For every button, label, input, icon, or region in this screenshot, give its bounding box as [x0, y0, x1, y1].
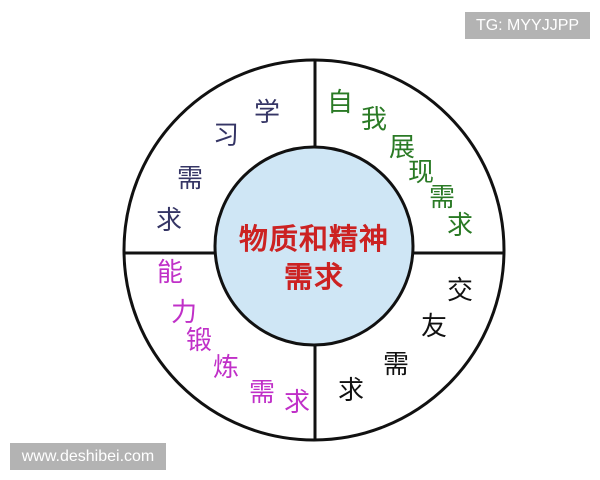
inner-circle	[213, 145, 415, 347]
ability-training-char: 锻	[185, 326, 212, 356]
friendship-char: 求	[337, 376, 364, 406]
learning-char: 求	[155, 206, 182, 236]
friendship-char: 需	[382, 350, 409, 380]
friendship-char: 友	[420, 312, 447, 342]
learning-char: 需	[176, 164, 203, 194]
ability-training-char: 需	[248, 378, 275, 408]
self-actualization-char: 我	[360, 105, 387, 135]
ability-training-char: 求	[283, 388, 310, 418]
ability-training-char: 力	[170, 298, 197, 328]
tg-watermark: TG: MYYJJPP	[465, 12, 590, 39]
self-actualization-char: 求	[446, 211, 473, 241]
learning-char: 习	[212, 121, 239, 151]
learning-char: 学	[253, 98, 280, 128]
ability-training-char: 炼	[212, 353, 239, 383]
self-actualization-char: 展	[388, 133, 415, 163]
self-actualization-char: 需	[428, 183, 455, 213]
ability-training-char: 能	[156, 258, 183, 288]
center-label-line2: 需求	[283, 260, 345, 294]
website-watermark: www.deshibei.com	[10, 443, 166, 470]
center-label-line1: 物质和精神	[238, 222, 390, 256]
self-actualization-char: 现	[407, 158, 434, 188]
self-actualization-char: 自	[326, 88, 353, 118]
friendship-char: 交	[446, 276, 473, 306]
